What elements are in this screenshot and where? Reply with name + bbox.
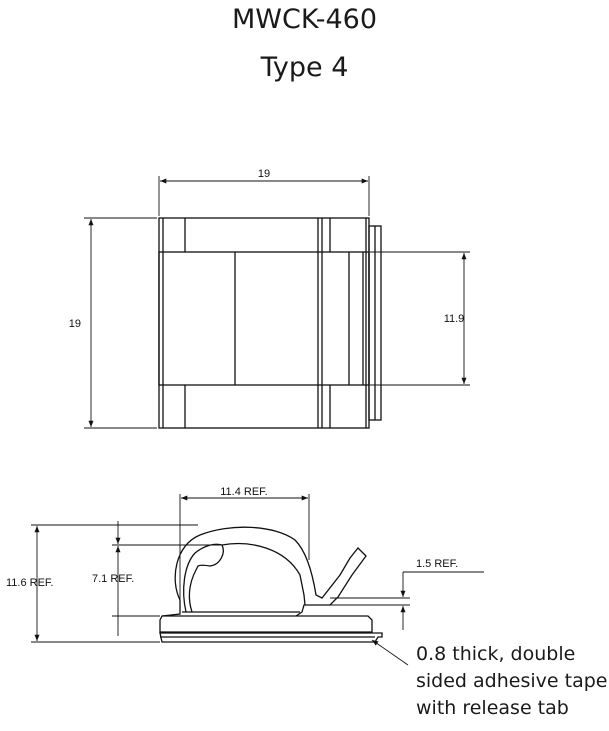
dim-gap-label: 1.5 REF. (416, 558, 458, 570)
tape-note: 0.8 thick, double sided adhesive tape wi… (416, 641, 607, 722)
tape-leader (371, 639, 409, 666)
top-view-window (158, 251, 370, 386)
clip-inner-right (221, 542, 306, 606)
dim-total-height-label: 11.6 REF. (6, 577, 54, 589)
side-view-base (159, 615, 373, 633)
dim-width-label: 19 (258, 168, 270, 180)
dim-opening-label: 11.9 (444, 313, 465, 325)
dim-inner-height-label: 7.1 REF. (92, 573, 134, 585)
top-view-dimensions (84, 176, 470, 429)
drawing-title: MWCK-460 (232, 4, 377, 35)
drawing-subtitle: Type 4 (260, 52, 349, 83)
top-view-body (158, 217, 370, 429)
tape-note-line-1: 0.8 thick, double (416, 643, 576, 665)
clip-outer (161, 526, 367, 617)
side-view (159, 526, 383, 643)
top-view (158, 217, 382, 429)
tape-note-line-3: with release tab (416, 697, 569, 719)
side-view-dimensions (31, 494, 484, 666)
clip-inner-left (183, 543, 224, 613)
adhesive-tape (159, 632, 383, 643)
tape-note-line-2: sided adhesive tape (416, 670, 608, 692)
dim-height-label: 19 (69, 318, 81, 330)
dim-top-label: 11.4 REF. (220, 486, 268, 498)
